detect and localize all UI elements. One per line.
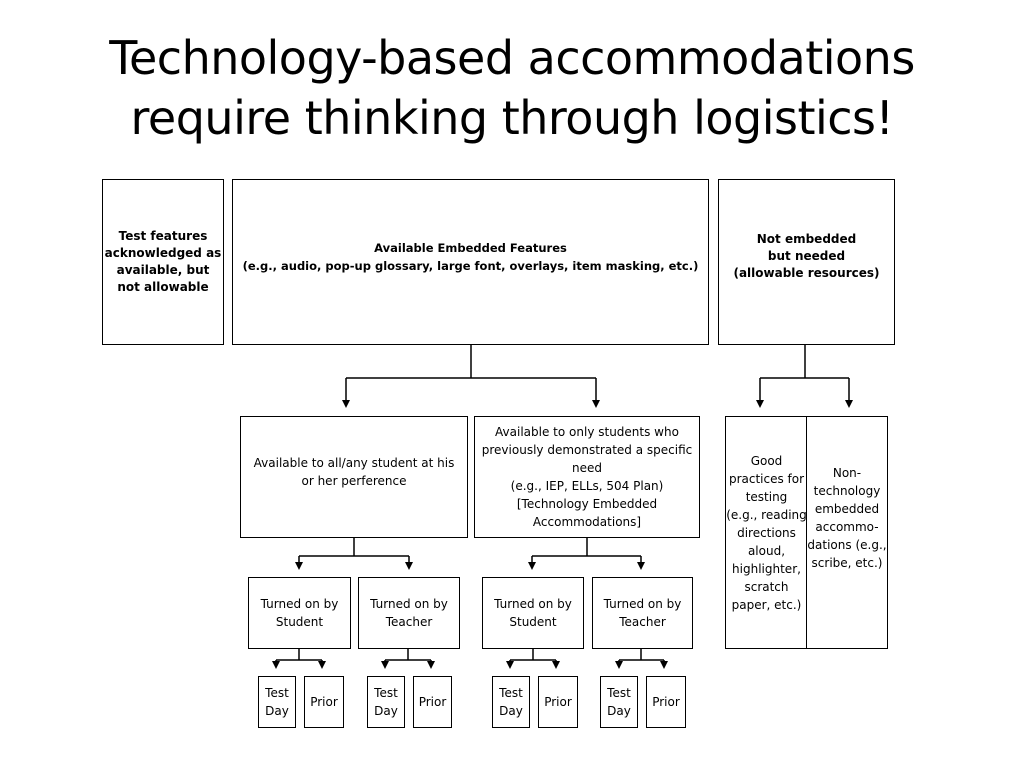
non-technology-line-4: accommo- xyxy=(815,519,879,534)
only-students-line-6: Accommodations] xyxy=(532,515,642,529)
embedded-features-examples: (e.g., audio, pop-up glossary, large fon… xyxy=(242,259,699,273)
non-technology-line-6: scribe, etc.) xyxy=(811,555,883,570)
not-allowable-box: Test features acknowledged as available,… xyxy=(102,179,224,345)
all-students-line-1: Available to all/any student at his xyxy=(253,456,455,470)
turned-on-teacher-line-1: Turned on by xyxy=(370,597,448,611)
only-students-line-2: previously demonstrated a specific xyxy=(481,443,693,457)
turned-on-teacher-box-1: Turned on by Teacher xyxy=(358,577,460,649)
prior-box-2: Prior xyxy=(413,676,452,728)
only-students-line-1: Available to only students who xyxy=(495,425,679,439)
good-practices-line-6: aloud, xyxy=(747,543,786,558)
all-students-box: Available to all/any student at his or h… xyxy=(240,416,468,538)
embedded-features-box: Available Embedded Features (e.g., audio… xyxy=(232,179,709,345)
title-line-2: require thinking through logistics! xyxy=(130,91,894,145)
prior-box-3: Prior xyxy=(538,676,578,728)
slide-title: Technology-based accommodations require … xyxy=(0,28,1024,148)
test-day-line-1: Test xyxy=(265,686,289,700)
only-students-line-5: [Technology Embedded xyxy=(516,497,658,511)
test-day-box-4: Test Day xyxy=(600,676,638,728)
good-practices-line-5: directions xyxy=(737,525,796,540)
test-day-box-3: Test Day xyxy=(492,676,530,728)
good-practices-box: Good practices for testing (e.g., readin… xyxy=(725,416,808,649)
test-day-line-1: Test xyxy=(499,686,523,700)
turned-on-student-line-2: Student xyxy=(509,615,557,629)
not-embedded-line-1: Not embedded xyxy=(756,231,857,246)
only-students-line-3: need xyxy=(572,461,602,475)
test-day-box-1: Test Day xyxy=(258,676,296,728)
prior-label: Prior xyxy=(544,695,572,709)
test-day-line-2: Day xyxy=(265,704,289,718)
non-technology-line-5: dations (e.g., xyxy=(807,537,887,552)
non-technology-line-3: embedded xyxy=(814,501,880,516)
non-technology-line-1: Non- xyxy=(832,465,862,480)
test-day-line-2: Day xyxy=(499,704,523,718)
test-day-box-2: Test Day xyxy=(367,676,405,728)
good-practices-line-4: (e.g., reading xyxy=(726,507,807,522)
not-embedded-line-3: (allowable resources) xyxy=(733,265,880,280)
turned-on-student-line-1: Turned on by xyxy=(494,597,572,611)
title-line-1: Technology-based accommodations xyxy=(109,31,915,85)
turned-on-teacher-line-1: Turned on by xyxy=(603,597,682,611)
good-practices-line-8: scratch xyxy=(744,579,789,594)
prior-label: Prior xyxy=(652,695,680,709)
not-allowable-line-3: available, but xyxy=(116,263,210,277)
good-practices-line-1: Good xyxy=(750,453,783,468)
all-students-line-2: or her perference xyxy=(301,474,407,488)
prior-label: Prior xyxy=(310,695,338,709)
only-students-line-4: (e.g., IEP, ELLs, 504 Plan) xyxy=(510,479,664,493)
good-practices-line-2: practices for xyxy=(728,471,805,486)
test-day-line-1: Test xyxy=(374,686,398,700)
non-technology-box: Non- technology embedded accommo- dation… xyxy=(806,416,888,649)
not-embedded-line-2: but needed xyxy=(767,248,846,263)
non-technology-line-2: technology xyxy=(813,483,881,498)
turned-on-teacher-box-2: Turned on by Teacher xyxy=(592,577,693,649)
not-allowable-line-2: acknowledged as xyxy=(104,246,222,260)
test-day-line-2: Day xyxy=(607,704,631,718)
turned-on-student-box-2: Turned on by Student xyxy=(482,577,584,649)
not-embedded-box: Not embedded but needed (allowable resou… xyxy=(718,179,895,345)
test-day-line-1: Test xyxy=(607,686,631,700)
test-day-line-2: Day xyxy=(374,704,398,718)
turned-on-teacher-line-2: Teacher xyxy=(385,615,433,629)
good-practices-line-3: testing xyxy=(745,489,788,504)
prior-box-1: Prior xyxy=(304,676,344,728)
prior-box-4: Prior xyxy=(646,676,686,728)
not-allowable-line-1: Test features xyxy=(118,229,208,243)
turned-on-student-box-1: Turned on by Student xyxy=(248,577,351,649)
turned-on-student-line-1: Turned on by xyxy=(260,597,339,611)
good-practices-line-7: highlighter, xyxy=(732,561,801,576)
only-students-box: Available to only students who previousl… xyxy=(474,416,700,538)
turned-on-teacher-line-2: Teacher xyxy=(619,615,666,629)
embedded-features-heading: Available Embedded Features xyxy=(374,240,567,255)
prior-label: Prior xyxy=(418,695,447,709)
good-practices-line-9: paper, etc.) xyxy=(731,597,802,612)
not-allowable-line-4: not allowable xyxy=(117,280,209,294)
turned-on-student-line-2: Student xyxy=(275,615,324,629)
